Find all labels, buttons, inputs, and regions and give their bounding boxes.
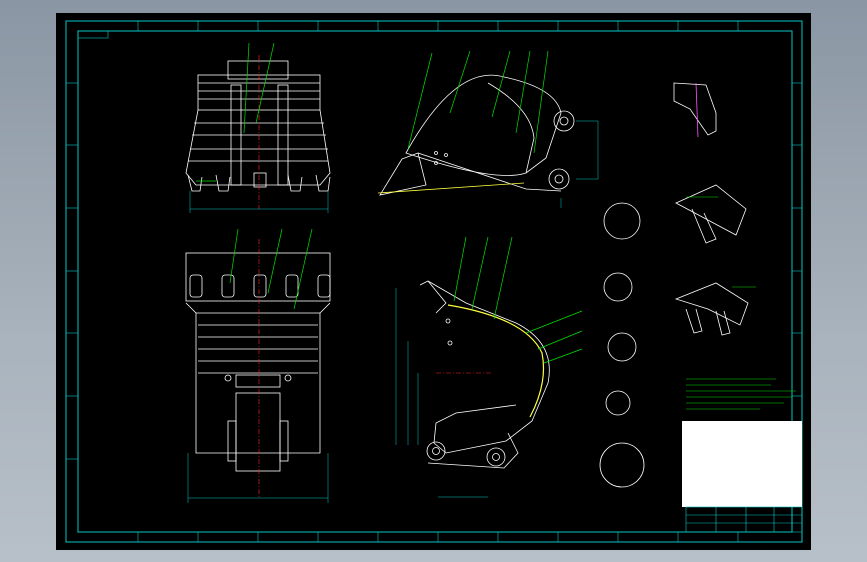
bottom-view[interactable] xyxy=(185,252,331,503)
side-view[interactable] xyxy=(379,74,575,196)
top-left-tag-box xyxy=(77,30,109,39)
front-leaders xyxy=(196,42,275,182)
detail-c[interactable] xyxy=(674,282,749,336)
detail-a[interactable] xyxy=(673,82,717,136)
section-dimensions xyxy=(395,288,488,498)
bottom-leaders xyxy=(229,228,313,310)
zone-marks xyxy=(66,21,802,542)
detail-circles[interactable] xyxy=(599,202,645,488)
detail-leaders xyxy=(686,196,756,288)
title-block-blank xyxy=(682,421,802,507)
technical-notes xyxy=(686,378,796,410)
cad-drawing xyxy=(65,20,803,543)
detail-b[interactable] xyxy=(675,184,747,244)
side-dimensions xyxy=(560,120,599,208)
section-weld xyxy=(447,304,545,418)
side-weld xyxy=(377,182,525,194)
title-block xyxy=(685,506,803,533)
sheet-inner-border xyxy=(77,30,793,533)
detail-a-axis xyxy=(695,82,699,138)
cad-viewport[interactable] xyxy=(56,13,811,550)
sheet-outer-border xyxy=(65,20,803,543)
front-view[interactable] xyxy=(185,60,331,213)
section-view[interactable] xyxy=(419,280,550,469)
section-leaders xyxy=(453,236,583,364)
side-leaders xyxy=(407,50,549,154)
